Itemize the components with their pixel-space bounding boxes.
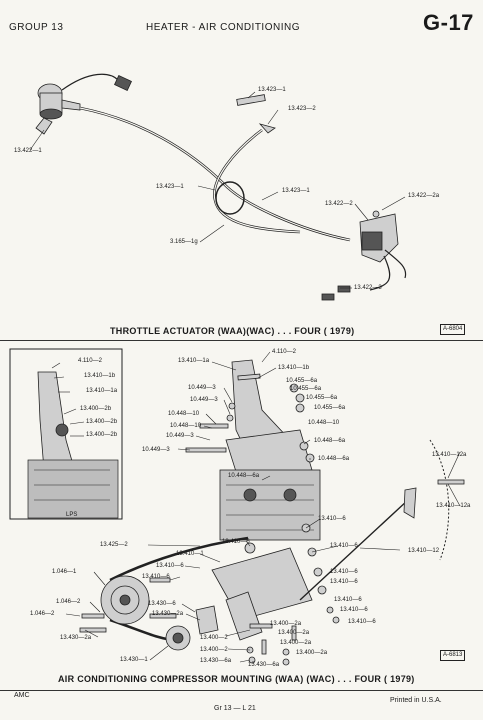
part-label: 13.410—1b bbox=[278, 365, 310, 371]
part-label: 13.423—1 bbox=[258, 87, 286, 93]
part-label: 13.410—12a bbox=[436, 503, 471, 509]
part-label: 13.422—2a bbox=[408, 193, 440, 199]
inset-part-label: 13.400—2b bbox=[80, 406, 112, 412]
part-label: 13.410—6 bbox=[334, 597, 362, 603]
adjusting-rod bbox=[299, 487, 417, 601]
part-label: 4.110—2 bbox=[272, 349, 296, 355]
part-label: 10.455—6a bbox=[286, 378, 318, 384]
inset-part-label: 4.110—2 bbox=[78, 358, 102, 364]
part-label: 13.430—6a bbox=[248, 662, 280, 668]
part-label: 13.410—6 bbox=[318, 516, 346, 522]
part-label: 13.410—1a bbox=[178, 358, 210, 364]
inset-part-label: 13.400—2b bbox=[86, 432, 118, 438]
part-label: 13.410—6 bbox=[330, 569, 358, 575]
figure-caption-top: THROTTLE ACTUATOR (WAA)(WAC) . . . FOUR … bbox=[110, 326, 355, 336]
inset-part-label: 13.400—2b bbox=[86, 419, 118, 425]
part-label: 13.410—6 bbox=[330, 543, 358, 549]
part-label: 10.449—3 bbox=[190, 397, 218, 403]
part-label: 13.410—6 bbox=[156, 563, 184, 569]
part-label: 13.400—2a bbox=[270, 621, 302, 627]
idler-pulley bbox=[165, 625, 191, 651]
part-label: 10.448—6a bbox=[228, 473, 260, 479]
part-label: 13.400—2a bbox=[278, 630, 310, 636]
electrical-connector bbox=[114, 74, 132, 92]
part-label: 10.448—6a bbox=[318, 456, 350, 462]
part-label: 13.423—1 bbox=[156, 184, 184, 190]
part-label: 13.410—1 bbox=[176, 551, 204, 557]
part-label: 10.449—3 bbox=[142, 447, 170, 453]
part-label: 13.430—6 bbox=[148, 601, 176, 607]
part-label: 13.422—3 bbox=[354, 285, 382, 291]
inset-part-label: LPS bbox=[66, 512, 78, 518]
footer-left: AMC bbox=[14, 692, 30, 699]
part-label: 13.410—6 bbox=[348, 619, 376, 625]
part-label: 1.046—2 bbox=[56, 599, 81, 605]
figure-number-top: A-6804 bbox=[440, 324, 466, 335]
part-label: 13.410—12a bbox=[432, 452, 467, 458]
part-label: 13.430—2a bbox=[152, 611, 184, 617]
part-label: 13.423—1 bbox=[282, 188, 310, 194]
group-label: GROUP 13 bbox=[9, 22, 64, 33]
part-label: 1.046—1 bbox=[52, 569, 77, 575]
footer-center: Gr 13 — L 21 bbox=[214, 705, 256, 712]
page-title: HEATER - AIR CONDITIONING bbox=[146, 22, 300, 33]
idler-bracket bbox=[195, 605, 219, 635]
fan bbox=[429, 439, 450, 561]
part-label: 13.430—6a bbox=[200, 658, 232, 664]
crankshaft-pulley bbox=[100, 575, 150, 625]
section-divider bbox=[0, 340, 483, 341]
inset-part-label: 13.410—1a bbox=[86, 388, 118, 394]
footer-right: Printed in U.S.A. bbox=[390, 697, 442, 704]
part-label: 13.423—2 bbox=[288, 106, 316, 112]
solenoid-bracket bbox=[321, 210, 407, 301]
part-label: 3.165—1g bbox=[170, 239, 198, 245]
figure-number-bottom: A-6813 bbox=[440, 650, 466, 661]
part-label: 10.455—6a bbox=[314, 405, 346, 411]
footer-divider bbox=[0, 690, 483, 691]
part-label: 1.046—2 bbox=[30, 611, 55, 617]
part-label: 10.449—3 bbox=[166, 433, 194, 439]
part-label: 10.448—10 bbox=[308, 420, 340, 426]
part-label: 13.400—2 bbox=[200, 635, 228, 641]
part-label: 13.430—2a bbox=[60, 635, 92, 641]
part-label: 10.449—3 bbox=[188, 385, 216, 391]
part-label: 13.410—12 bbox=[408, 548, 440, 554]
part-label: 13.400—2a bbox=[280, 640, 312, 646]
part-label: 13.400—2a bbox=[296, 650, 328, 656]
page-id: G-17 bbox=[423, 10, 474, 35]
part-label: 10.448—10 bbox=[168, 411, 200, 417]
part-label: 13.430—1 bbox=[120, 657, 148, 663]
hose-fitting bbox=[236, 94, 266, 106]
vacuum-actuator-valve bbox=[35, 73, 119, 135]
part-label: 13.410—6 bbox=[340, 607, 368, 613]
part-label: 10.455—6a bbox=[290, 386, 322, 392]
part-label: 10.448—6a bbox=[314, 438, 346, 444]
part-label: 10.455—6a bbox=[306, 395, 338, 401]
part-label: 13.422—2 bbox=[325, 201, 353, 207]
part-label: 13.410—6 bbox=[142, 574, 170, 580]
inset-part-label: 13.410—1b bbox=[84, 373, 116, 379]
part-label: 13.425—2 bbox=[100, 542, 128, 548]
part-label: 13.400—2 bbox=[200, 647, 228, 653]
inset-bracket bbox=[27, 371, 119, 519]
part-label: 13.422—1 bbox=[14, 148, 42, 154]
part-label: 13.410—6 bbox=[330, 579, 358, 585]
part-label: 13.410—6 bbox=[222, 539, 250, 545]
figure-caption-bottom: AIR CONDITIONING COMPRESSOR MOUNTING (WA… bbox=[58, 674, 415, 684]
mounting-bracket bbox=[225, 359, 313, 481]
part-label: 10.448—10 bbox=[170, 423, 202, 429]
